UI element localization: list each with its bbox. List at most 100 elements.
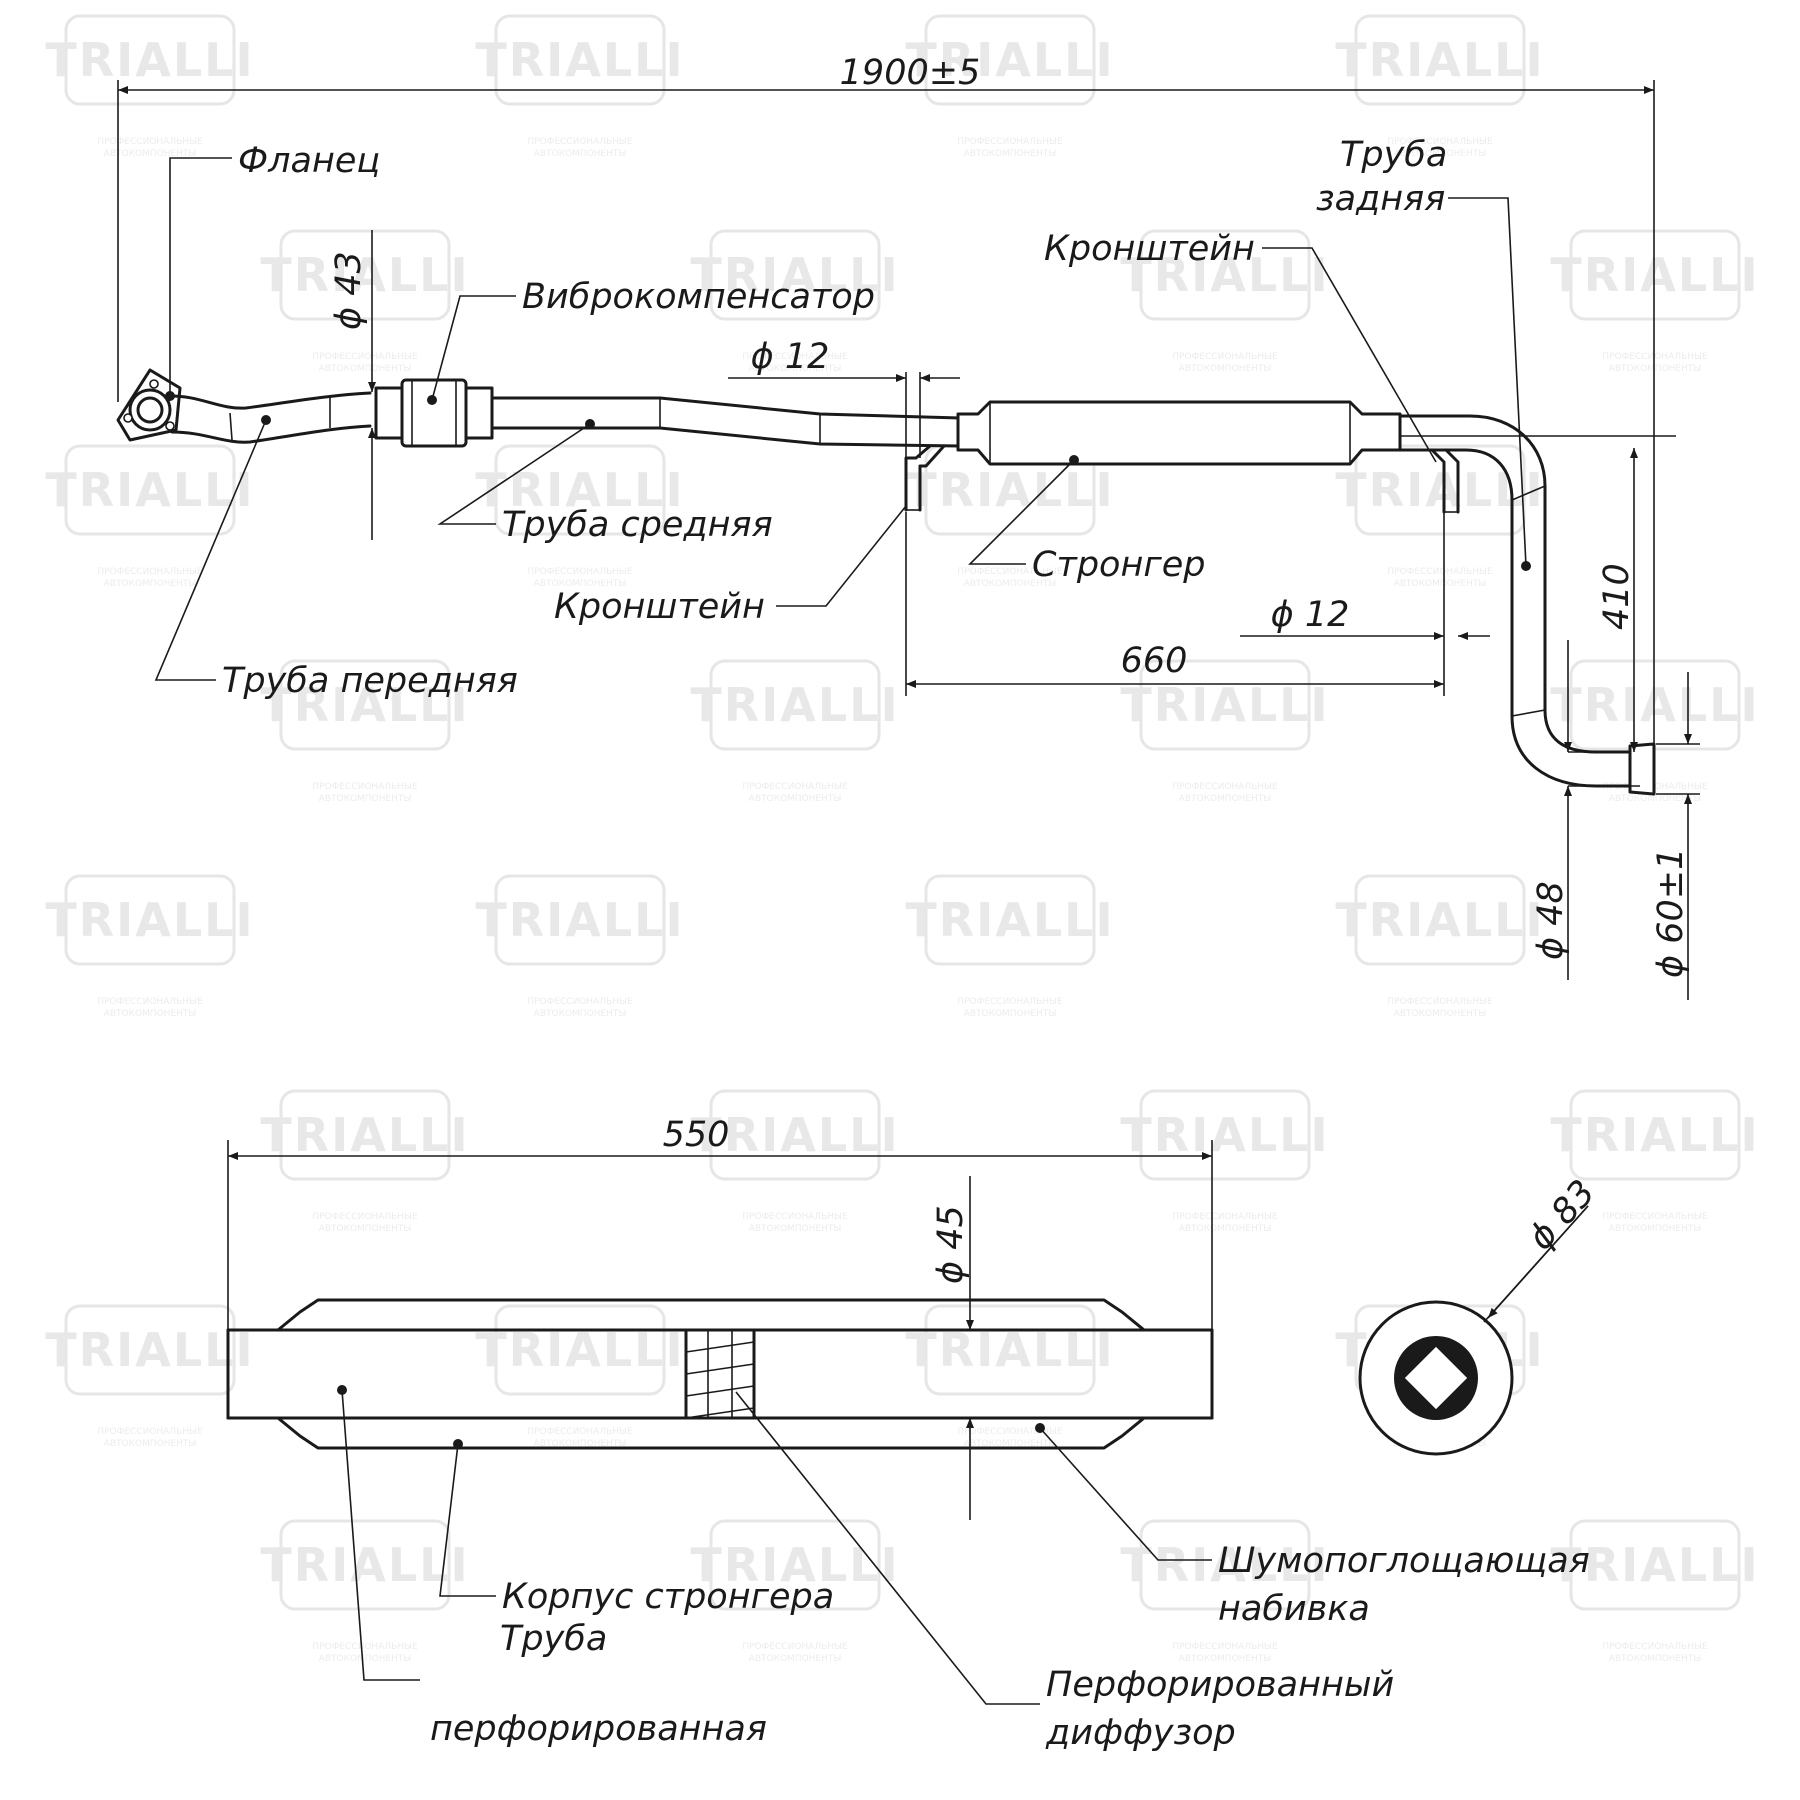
front-pipe (166, 391, 372, 444)
rear-pipe-label-2: задняя (1316, 179, 1445, 219)
svg-text:ПРОФЕССИОНАЛЬНЫЕ: ПРОФЕССИОНАЛЬНЫЕ (312, 782, 418, 792)
watermark-logo: TRIALLI ПРОФЕССИОНАЛЬНЫЕ АВТОКОМПОНЕНТЫ (1335, 444, 1544, 589)
svg-text:TRIALLI: TRIALLI (1335, 463, 1544, 517)
svg-text:АВТОКОМПОНЕНТЫ: АВТОКОМПОНЕНТЫ (964, 149, 1057, 159)
label-flange: Фланец (165, 141, 380, 401)
svg-text:TRIALLI: TRIALLI (905, 893, 1114, 947)
label-rear-pipe: Труба задняя (1316, 135, 1531, 571)
svg-text:АВТОКОМПОНЕНТЫ: АВТОКОМПОНЕНТЫ (964, 1009, 1057, 1019)
label-bracket-bottom: Кронштейн (554, 505, 907, 627)
svg-text:ПРОФЕССИОНАЛЬНЫЕ: ПРОФЕССИОНАЛЬНЫЕ (1387, 137, 1493, 147)
svg-text:TRIALLI: TRIALLI (1120, 248, 1329, 302)
inlet-diameter-value: ϕ 43 (329, 251, 369, 330)
svg-text:ПРОФЕССИОНАЛЬНЫЕ: ПРОФЕССИОНАЛЬНЫЕ (742, 1642, 848, 1652)
svg-text:ПРОФЕССИОНАЛЬНЫЕ: ПРОФЕССИОНАЛЬНЫЕ (1172, 352, 1278, 362)
svg-text:ПРОФЕССИОНАЛЬНЫЕ: ПРОФЕССИОНАЛЬНЫЕ (742, 352, 848, 362)
svg-text:АВТОКОМПОНЕНТЫ: АВТОКОМПОНЕНТЫ (749, 364, 842, 374)
svg-text:TRIALLI: TRIALLI (45, 463, 254, 517)
svg-text:АВТОКОМПОНЕНТЫ: АВТОКОМПОНЕНТЫ (1179, 794, 1272, 804)
bracket-spacing-value: 660 (1121, 641, 1188, 681)
svg-text:TRIALLI: TRIALLI (475, 463, 684, 517)
dim-bracket-spacing: 660 (905, 512, 1445, 696)
svg-text:ПРОФЕССИОНАЛЬНЫЕ: ПРОФЕССИОНАЛЬНЫЕ (97, 997, 203, 1007)
svg-text:TRIALLI: TRIALLI (260, 1108, 469, 1162)
svg-text:АВТОКОМПОНЕНТЫ: АВТОКОМПОНЕНТЫ (749, 794, 842, 804)
dim-drop-height: 410 (1400, 435, 1676, 752)
pipe-diameter-value: ϕ 45 (931, 1205, 971, 1284)
label-packing: Шумопоглощающая набивка (1035, 1423, 1590, 1629)
svg-text:АВТОКОМПОНЕНТЫ: АВТОКОМПОНЕНТЫ (1609, 364, 1702, 374)
svg-text:ПРОФЕССИОНАЛЬНЫЕ: ПРОФЕССИОНАЛЬНЫЕ (97, 567, 203, 577)
svg-text:ПРОФЕССИОНАЛЬНЫЕ: ПРОФЕССИОНАЛЬНЫЕ (312, 1642, 418, 1652)
outlet-outer-value: ϕ 60±1 (1651, 848, 1691, 978)
bracket-right (1430, 448, 1460, 514)
svg-text:TRIALLI: TRIALLI (690, 678, 899, 732)
svg-text:TRIALLI: TRIALLI (1550, 1538, 1759, 1592)
drop-height-value: 410 (1597, 563, 1637, 630)
stronger-muffler (956, 400, 1402, 466)
svg-text:АВТОКОМПОНЕНТЫ: АВТОКОМПОНЕНТЫ (1394, 149, 1487, 159)
perforated-pipe-label-1: Труба (500, 1619, 607, 1659)
svg-text:TRIALLI: TRIALLI (1120, 1108, 1329, 1162)
svg-text:АВТОКОМПОНЕНТЫ: АВТОКОМПОНЕНТЫ (319, 1224, 412, 1234)
svg-text:ПРОФЕССИОНАЛЬНЫЕ: ПРОФЕССИОНАЛЬНЫЕ (1602, 352, 1708, 362)
svg-text:ПРОФЕССИОНАЛЬНЫЕ: ПРОФЕССИОНАЛЬНЫЕ (97, 1427, 203, 1437)
exhaust-assembly: 1900±5 ϕ 43 ϕ 12 660 ϕ 12 (116, 53, 1700, 1000)
vibro-compensator (374, 378, 494, 448)
svg-text:TRIALLI: TRIALLI (905, 1323, 1114, 1377)
flange (116, 368, 182, 442)
svg-text:АВТОКОМПОНЕНТЫ: АВТОКОМПОНЕНТЫ (104, 149, 197, 159)
diffuser-label-2: диффузор (1045, 1713, 1236, 1753)
svg-text:АВТОКОМПОНЕНТЫ: АВТОКОМПОНЕНТЫ (1179, 364, 1272, 374)
flange-label: Фланец (238, 141, 380, 181)
svg-text:АВТОКОМПОНЕНТЫ: АВТОКОМПОНЕНТЫ (534, 1009, 627, 1019)
dim-bracket-diameter-right: ϕ 12 (1240, 595, 1490, 640)
svg-text:ПРОФЕССИОНАЛЬНЫЕ: ПРОФЕССИОНАЛЬНЫЕ (97, 137, 203, 147)
watermark-logo: TRIALLI ПРОФЕССИОНАЛЬНЫЕ АВТОКОМПОНЕНТЫ (260, 1089, 469, 1234)
svg-text:АВТОКОМПОНЕНТЫ: АВТОКОМПОНЕНТЫ (1609, 794, 1702, 804)
dim-outlet-outer: ϕ 60±1 (1651, 672, 1700, 1000)
packing-label-1: Шумопоглощающая (1218, 1541, 1590, 1581)
label-section-body: Корпус стронгера (439, 1439, 834, 1617)
label-perforated-pipe: Труба перфорированная (337, 1385, 767, 1749)
svg-text:TRIALLI: TRIALLI (45, 893, 254, 947)
bracket-diameter-left-value: ϕ 12 (751, 337, 830, 377)
front-pipe-label: Труба передняя (222, 661, 518, 701)
svg-text:TRIALLI: TRIALLI (1550, 1108, 1759, 1162)
svg-text:TRIALLI: TRIALLI (260, 678, 469, 732)
diffuser-label-1: Перфорированный (1046, 1665, 1394, 1705)
label-middle-pipe: Труба средняя (437, 419, 773, 545)
middle-pipe (490, 396, 962, 448)
svg-text:TRIALLI: TRIALLI (45, 1323, 254, 1377)
stronger-label: Стронгер (1032, 545, 1205, 585)
svg-text:TRIALLI: TRIALLI (475, 33, 684, 87)
svg-text:ПРОФЕССИОНАЛЬНЫЕ: ПРОФЕССИОНАЛЬНЫЕ (1387, 567, 1493, 577)
svg-text:АВТОКОМПОНЕНТЫ: АВТОКОМПОНЕНТЫ (964, 579, 1057, 589)
cross-section: ϕ 83 (1358, 1173, 1603, 1456)
bracket-left (904, 444, 946, 512)
svg-text:АВТОКОМПОНЕНТЫ: АВТОКОМПОНЕНТЫ (1394, 579, 1487, 589)
svg-text:АВТОКОМПОНЕНТЫ: АВТОКОМПОНЕНТЫ (964, 1439, 1057, 1449)
label-stronger: Стронгер (968, 455, 1205, 585)
svg-text:TRIALLI: TRIALLI (1120, 678, 1329, 732)
svg-text:ПРОФЕССИОНАЛЬНЫЕ: ПРОФЕССИОНАЛЬНЫЕ (312, 1212, 418, 1222)
